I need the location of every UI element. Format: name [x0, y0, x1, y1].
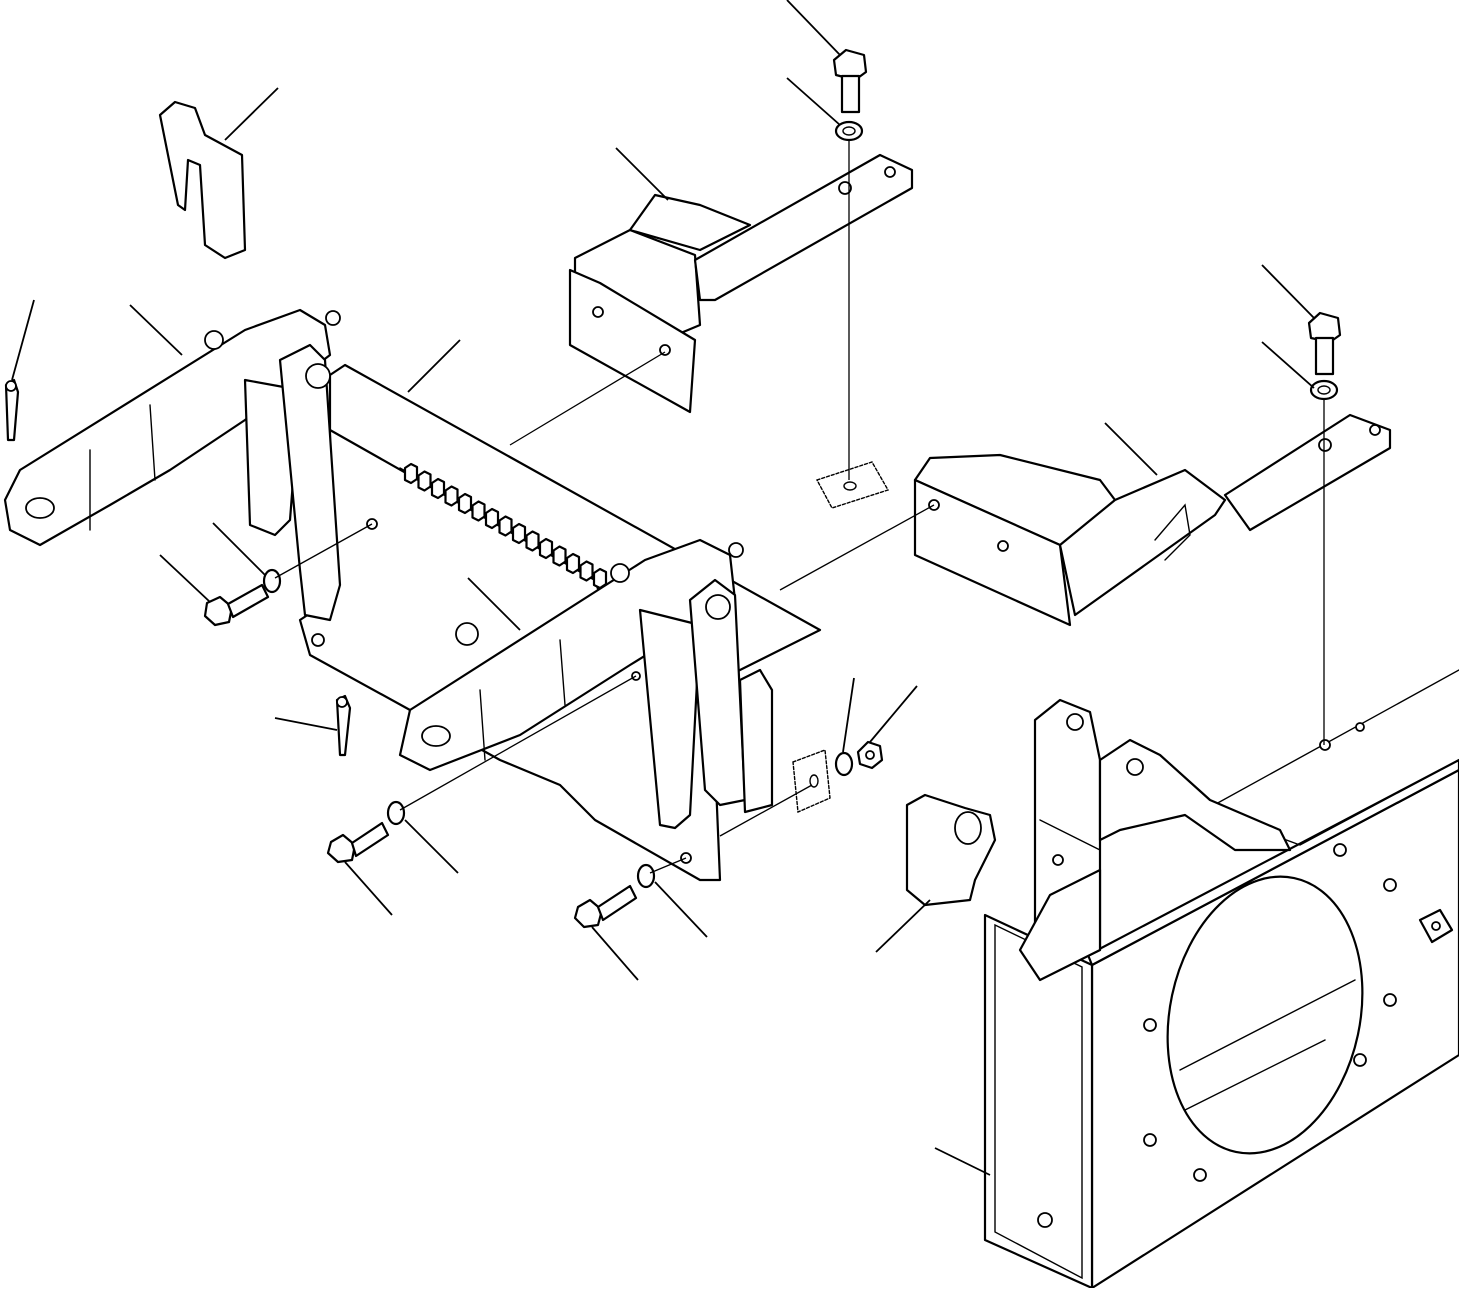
rack-tooth — [552, 545, 567, 567]
nuts — [856, 740, 884, 770]
upper-right-mount-bracket — [913, 413, 1392, 627]
rack-tooth — [471, 500, 486, 522]
rack-tooth — [511, 522, 527, 545]
bolts — [203, 48, 1342, 929]
cotter-pins — [4, 378, 352, 757]
right-lever-arm — [398, 538, 774, 830]
rack-tooth — [525, 530, 540, 552]
rack-tooth — [430, 477, 446, 500]
rack-tooth — [457, 492, 473, 515]
shims — [792, 461, 890, 814]
rack-tooth — [417, 470, 432, 492]
rack-tooth — [579, 560, 594, 582]
left-retainer-clip — [158, 100, 247, 260]
upper-left-mount-bracket — [568, 153, 914, 414]
guide-lines — [274, 140, 1325, 874]
right-retainer-clip — [905, 793, 997, 907]
rack-tooth — [403, 462, 419, 485]
rack-tooth — [538, 537, 554, 560]
frame-housing — [983, 669, 1459, 1290]
rack-tooth — [444, 485, 459, 507]
left-lever-arm — [3, 308, 342, 622]
rack-tooth — [565, 552, 581, 575]
rack-tooth — [484, 507, 500, 530]
leader-lines — [11, 0, 1315, 1176]
rack-tooth — [498, 515, 513, 537]
